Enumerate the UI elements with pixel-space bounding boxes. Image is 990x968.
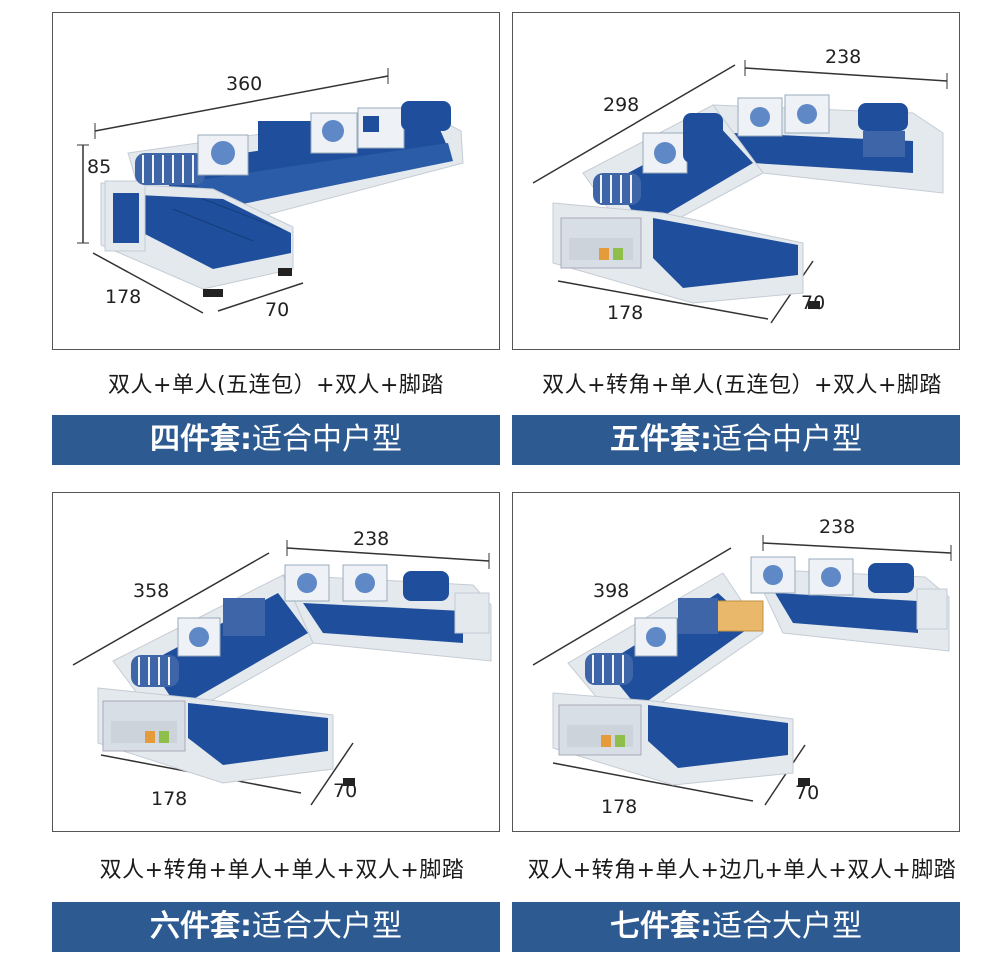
dim-depth-label: 178 — [601, 796, 637, 818]
dim-seat-label: 70 — [795, 782, 819, 804]
set-size-title: 七件套 — [610, 909, 700, 944]
dim-height-label: 85 — [87, 156, 111, 178]
set-title-banner: 四件套:适合中户型 — [52, 415, 500, 465]
set-fit-subtitle: 适合中户型 — [712, 422, 862, 457]
sofa-illustration-u-shape: 238 358 178 70 — [72, 528, 492, 810]
sofa-image-frame: 238 358 178 70 — [52, 492, 500, 832]
set-fit-subtitle: 适合中户型 — [252, 422, 402, 457]
dim-seat-label: 70 — [265, 299, 289, 321]
banner-colon: : — [700, 422, 712, 457]
set-title-banner: 六件套:适合大户型 — [52, 902, 500, 952]
set-size-title: 四件套 — [150, 422, 240, 457]
sofa-image-frame: 238 398 178 70 — [512, 492, 960, 832]
dim-depth-label: 178 — [105, 286, 141, 308]
dim-depth-label: 178 — [607, 302, 643, 324]
set-composition-caption: 双人+转角+单人+边几+单人+双人+脚踏 — [527, 858, 957, 883]
sofa-illustration-u-shape: 238 298 178 70 — [532, 46, 948, 324]
set-composition-caption: 双人+单人(五连包）+双人+脚踏 — [108, 373, 444, 398]
dim-side-label: 358 — [133, 580, 169, 602]
set-title-banner: 七件套:适合大户型 — [512, 902, 960, 952]
set-size-title: 六件套 — [150, 909, 240, 944]
dim-side-label: 398 — [593, 580, 629, 602]
sofa-illustration-u-shape: 238 398 178 70 — [532, 516, 952, 818]
set-composition-caption: 双人+转角+单人(五连包）+双人+脚踏 — [542, 373, 942, 398]
banner-colon: : — [240, 909, 252, 944]
dim-back-label: 238 — [825, 46, 861, 68]
banner-colon: : — [240, 422, 252, 457]
dim-length-label: 360 — [226, 73, 262, 95]
dim-back-label: 238 — [353, 528, 389, 550]
dim-back-label: 238 — [819, 516, 855, 538]
set-size-title: 五件套 — [610, 422, 700, 457]
sofa-image-frame: 360 85 178 70 — [52, 12, 500, 350]
dim-side-label: 298 — [603, 94, 639, 116]
set-fit-subtitle: 适合大户型 — [712, 909, 862, 944]
sofa-image-frame: 238 298 178 70 — [512, 12, 960, 350]
set-title-banner: 五件套:适合中户型 — [512, 415, 960, 465]
dim-depth-label: 178 — [151, 788, 187, 810]
banner-colon: : — [700, 909, 712, 944]
set-fit-subtitle: 适合大户型 — [252, 909, 402, 944]
set-composition-caption: 双人+转角+单人+单人+双人+脚踏 — [99, 858, 465, 883]
sofa-illustration-l-shape: 360 85 178 70 — [77, 68, 464, 321]
